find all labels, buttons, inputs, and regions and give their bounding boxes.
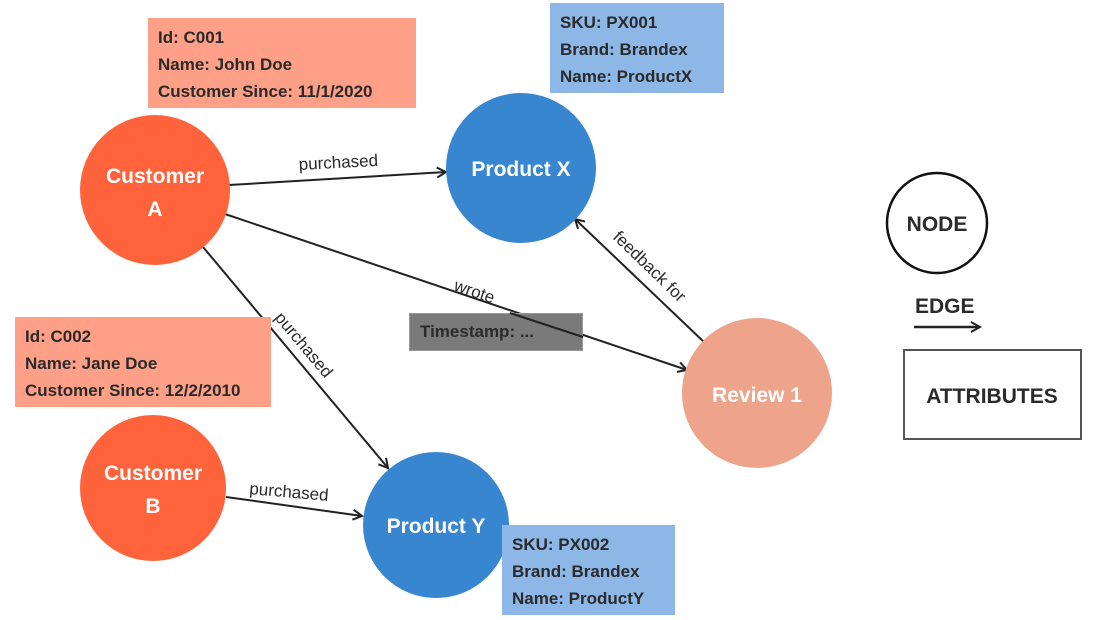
attribute-line: SKU: PX002 bbox=[512, 535, 610, 554]
edge-a-to-review bbox=[224, 213, 687, 370]
node-product-x[interactable]: Product X bbox=[446, 93, 596, 243]
attribute-line: Name: John Doe bbox=[158, 55, 293, 74]
legend-node-icon bbox=[885, 171, 989, 275]
node-customer-a-line1: Customer bbox=[106, 165, 204, 188]
legend-attributes-label: ATTRIBUTES bbox=[926, 385, 1057, 408]
attribute-line: Customer Since: 12/2/2010 bbox=[25, 381, 241, 400]
node-product-x-label: Product X bbox=[471, 158, 570, 181]
attributes-customer-b: Id: C002 Name: Jane Doe Customer Since: … bbox=[15, 317, 271, 407]
legend: NODE EDGE ATTRIBUTES bbox=[885, 171, 1082, 440]
attribute-line: Brand: Brandex bbox=[560, 40, 688, 59]
edge-a-to-y bbox=[202, 246, 388, 468]
node-customer-b-line1: Customer bbox=[104, 462, 202, 485]
attribute-line: Name: ProductY bbox=[512, 589, 645, 608]
attribute-line: Name: Jane Doe bbox=[25, 354, 158, 373]
edge-label-a-to-x: purchased bbox=[298, 151, 378, 174]
attribute-line: Brand: Brandex bbox=[512, 562, 640, 581]
node-customer-b-line2: B bbox=[145, 495, 160, 518]
edge-b-to-y bbox=[225, 496, 362, 516]
node-review-1-label: Review 1 bbox=[712, 384, 802, 407]
attributes-customer-a: Id: C001 Name: John Doe Customer Since: … bbox=[148, 18, 416, 108]
edge-review-to-x bbox=[575, 219, 706, 344]
legend-edge-label: EDGE bbox=[915, 295, 975, 318]
attributes-product-x: SKU: PX001 Brand: Brandex Name: ProductX bbox=[550, 3, 724, 93]
attribute-line: Id: C001 bbox=[158, 28, 225, 47]
node-product-y[interactable]: Product Y bbox=[363, 452, 509, 598]
attribute-line: Name: ProductX bbox=[560, 67, 693, 86]
legend-attributes-box bbox=[903, 349, 1082, 440]
node-customer-a-line2: A bbox=[147, 198, 162, 221]
legend-node-label: NODE bbox=[907, 213, 968, 236]
attribute-line: SKU: PX001 bbox=[560, 13, 658, 32]
attribute-line: Customer Since: 11/1/2020 bbox=[158, 82, 373, 101]
attribute-line: Timestamp: ... bbox=[420, 322, 534, 341]
edge-label-review-to-x: feedback for bbox=[609, 227, 690, 306]
edge-label-a-to-y: purchased bbox=[271, 308, 337, 381]
edge-label-a-to-review: wrote bbox=[451, 275, 497, 307]
node-review-1[interactable]: Review 1 bbox=[682, 318, 832, 468]
edge-a-to-x bbox=[228, 172, 446, 186]
node-product-y-label: Product Y bbox=[387, 515, 486, 538]
node-customer-b[interactable]: Customer B bbox=[80, 415, 226, 561]
attributes-wrote-edge: Timestamp: ... bbox=[409, 313, 583, 351]
attributes-product-y: SKU: PX002 Brand: Brandex Name: ProductY bbox=[502, 525, 675, 615]
node-customer-a[interactable]: Customer A bbox=[80, 115, 230, 265]
attribute-line: Id: C002 bbox=[25, 327, 92, 346]
